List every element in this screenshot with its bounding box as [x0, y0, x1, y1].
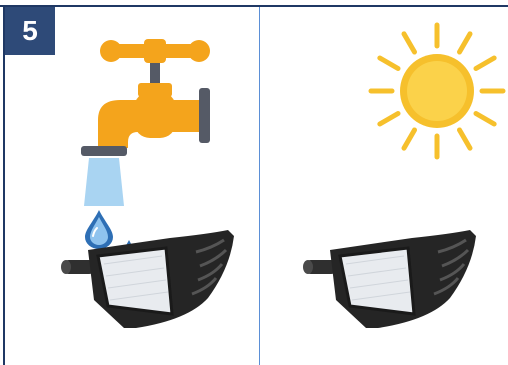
sun-ray [460, 130, 471, 148]
sun-icon [362, 16, 508, 162]
faucet-icon [76, 36, 216, 216]
sun-ray [476, 58, 494, 69]
sun-ray [380, 114, 398, 125]
frame-top-border [0, 5, 508, 7]
sun-ray [380, 58, 398, 69]
sun-ray [404, 130, 415, 148]
sun-ray [404, 34, 415, 52]
sun-ray [476, 114, 494, 125]
filter-icon [58, 228, 240, 332]
filter-icon [300, 228, 482, 332]
step-number-badge: 5 [5, 7, 55, 55]
sun-ray [460, 34, 471, 52]
frame-left-border [3, 5, 5, 365]
panel-divider [259, 7, 260, 365]
